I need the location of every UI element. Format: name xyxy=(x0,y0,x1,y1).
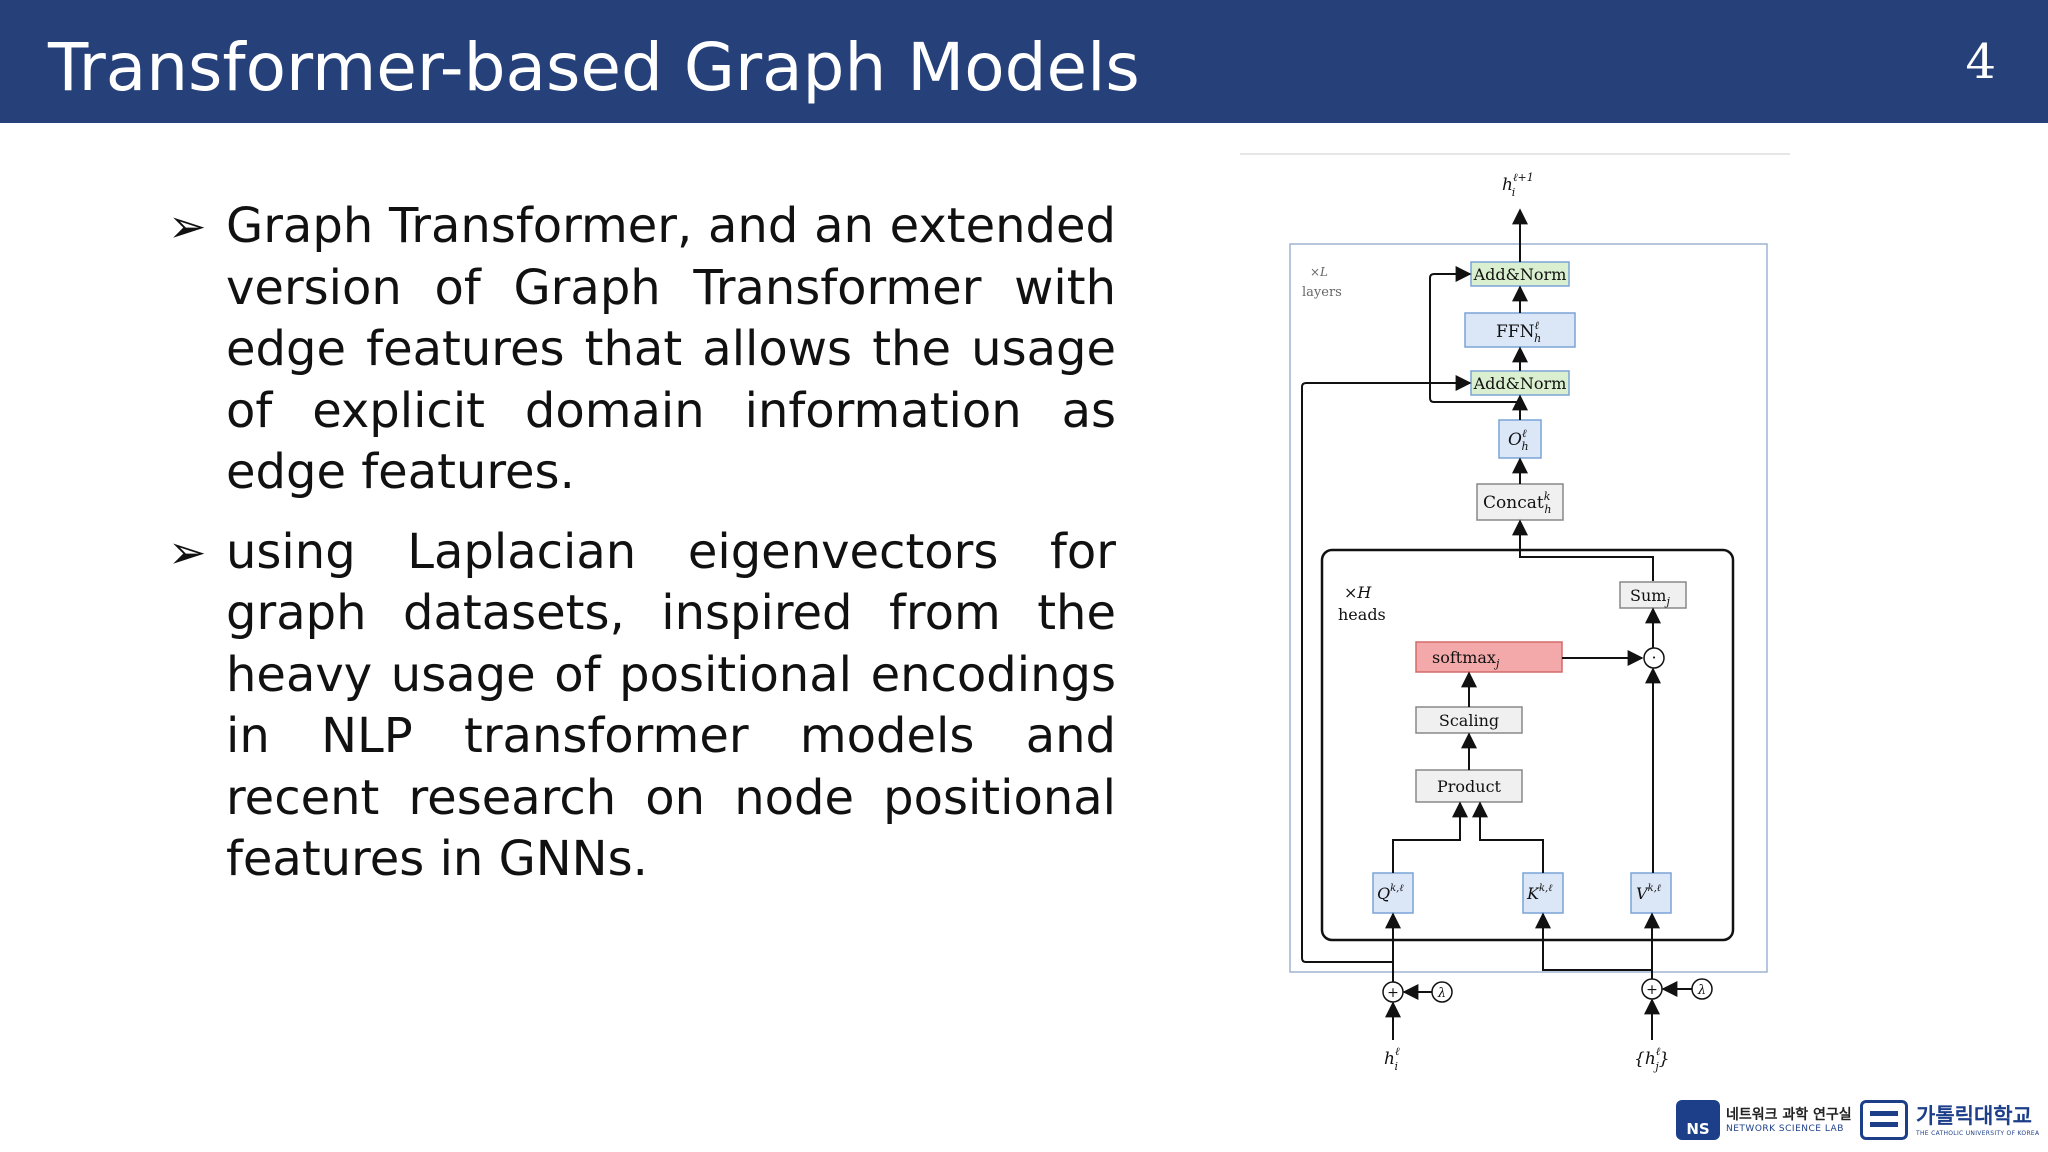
lambda-left-symbol: λ xyxy=(1437,986,1446,1001)
plus-left-symbol: + xyxy=(1387,985,1399,1001)
bullet-text: Graph Transformer, and an extended versi… xyxy=(226,198,1116,500)
sum-label: Sumj xyxy=(1630,586,1670,608)
value-label: Vk,ℓ xyxy=(1636,883,1661,903)
university-name: 가톨릭대학교 THE CATHOLIC UNIVERSITY OF KOREA xyxy=(1916,1100,2039,1137)
bullet-list: ➢ Graph Transformer, and an extended ver… xyxy=(168,196,1118,909)
university-name-korean: 가톨릭대학교 xyxy=(1916,1104,2032,1128)
diagram-arrows xyxy=(1301,208,1692,1040)
title-bar: Transformer-based Graph Models 4 xyxy=(0,0,2048,123)
arrow-bullet-icon: ➢ xyxy=(168,524,207,579)
value-box xyxy=(1630,872,1672,914)
add-norm-top-box xyxy=(1470,261,1570,287)
heads-block xyxy=(1320,548,1735,942)
university-name-english: THE CATHOLIC UNIVERSITY OF KOREA xyxy=(1916,1130,2040,1137)
lab-name-english: NETWORK SCIENCE LAB xyxy=(1726,1124,1844,1134)
multiply-symbol: · xyxy=(1651,648,1656,667)
product-label: Product xyxy=(1437,777,1502,796)
layers-repeat: ×L xyxy=(1310,265,1328,279)
softmax-box xyxy=(1415,641,1563,673)
bullet-text: using Laplacian eigenvectors for graph d… xyxy=(226,523,1116,888)
key-label: Kk,ℓ xyxy=(1526,883,1552,903)
output-projection-box xyxy=(1498,419,1542,459)
arrow-bullet-icon: ➢ xyxy=(168,199,207,253)
query-label: Qk,ℓ xyxy=(1377,883,1404,903)
university-logo-icon xyxy=(1860,1100,1908,1140)
page-number: 4 xyxy=(1965,34,1996,90)
network-science-lab-name: 네트워크 과학 연구실 NETWORK SCIENCE LAB xyxy=(1726,1104,1852,1134)
lab-name-korean: 네트워크 과학 연구실 xyxy=(1726,1107,1852,1123)
layer-block xyxy=(1289,243,1768,973)
footer-logos: NS 네트워크 과학 연구실 NETWORK SCIENCE LAB 가톨릭대학… xyxy=(1670,1090,2040,1148)
network-science-lab-logo: NS xyxy=(1676,1100,1720,1140)
bullet-item: ➢ using Laplacian eigenvectors for graph… xyxy=(168,522,1118,891)
scaling-label: Scaling xyxy=(1439,711,1499,730)
ffn-box xyxy=(1464,312,1576,348)
add-norm-mid-label: Add&Norm xyxy=(1473,374,1567,393)
add-norm-top-label: Add&Norm xyxy=(1473,265,1567,284)
plus-right-symbol: + xyxy=(1646,982,1658,998)
softmax-label: softmaxj xyxy=(1432,648,1500,670)
slide-title: Transformer-based Graph Models xyxy=(48,29,1140,106)
layers-label: layers xyxy=(1302,285,1342,300)
heads-repeat: ×H xyxy=(1344,583,1372,602)
bullet-item: ➢ Graph Transformer, and an extended ver… xyxy=(168,196,1118,504)
heads-label: heads xyxy=(1338,605,1386,624)
lambda-right-symbol: λ xyxy=(1697,983,1706,998)
